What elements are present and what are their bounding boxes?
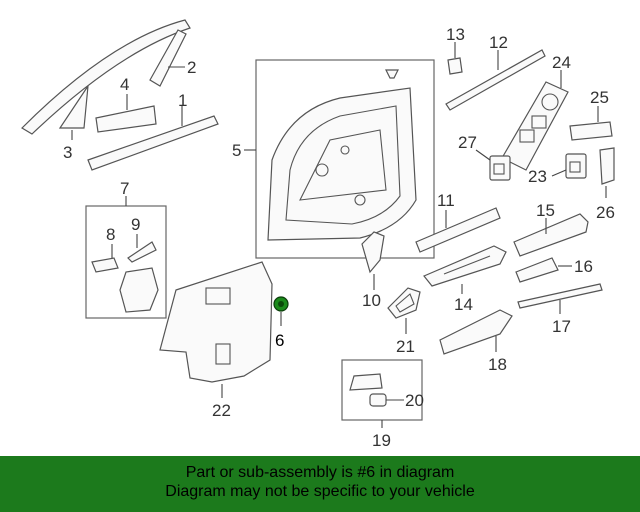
callout-26: 26 (596, 203, 615, 222)
part-18-door-pocket (439, 309, 513, 355)
part-2-pillar-molding (21, 19, 191, 135)
callout-10: 10 (362, 291, 381, 310)
callout-4: 4 (120, 75, 129, 94)
part-4-bracket (95, 94, 157, 133)
info-banner: Part or sub-assembly is #6 in diagram Di… (0, 456, 640, 512)
part-19-lamp-group (341, 359, 423, 428)
banner-line-1: Part or sub-assembly is #6 in diagram (185, 464, 455, 481)
callout-8: 8 (106, 225, 115, 244)
part-13-clip (447, 42, 463, 75)
part-26-trim-piece (599, 147, 615, 198)
callout-20: 20 (405, 391, 424, 410)
callout-25: 25 (590, 88, 609, 107)
callout-7: 7 (120, 179, 129, 198)
callout-16: 16 (574, 257, 593, 276)
callout-14: 14 (454, 295, 473, 314)
callout-1: 1 (178, 91, 187, 110)
callout-2: 2 (187, 58, 196, 77)
part-16-small-trim (515, 257, 572, 283)
part-25-switch (569, 106, 613, 141)
part-7-bracket-group (85, 196, 167, 319)
part-11-upper-trim (415, 207, 501, 253)
callout-9: 9 (131, 215, 140, 234)
banner-line-2: Diagram may not be specific to your vehi… (165, 483, 475, 500)
part-10-bracket (361, 231, 385, 290)
callout-17: 17 (552, 317, 571, 336)
callout-15: 15 (536, 201, 555, 220)
callout-11: 11 (437, 191, 455, 210)
callout-12: 12 (489, 33, 508, 52)
part-5-door-frame-group (244, 59, 435, 259)
callout-18: 18 (488, 355, 507, 374)
parts-diagram: 2 3 4 1 5 7 8 9 (21, 19, 615, 450)
callout-27: 27 (458, 133, 477, 152)
callout-3: 3 (63, 143, 72, 162)
part-24-window-switch-panel (501, 70, 569, 171)
callout-22: 22 (212, 401, 231, 420)
part-23-switch (551, 153, 587, 179)
part-21-handle-bezel (387, 287, 421, 334)
callout-23: 23 (528, 167, 547, 186)
part-1-belt-molding (87, 106, 219, 171)
callout-13: 13 (446, 25, 465, 44)
callout-19: 19 (372, 431, 391, 450)
callout-21: 21 (396, 337, 415, 356)
part-17-lower-strip (517, 283, 603, 314)
part-12-weatherstrip (445, 49, 546, 111)
part-14-pull-handle (423, 245, 507, 294)
callout-5: 5 (232, 141, 241, 160)
part-15-armrest-trim (513, 213, 589, 257)
callout-24: 24 (552, 53, 571, 72)
part-22-water-shield (159, 261, 273, 398)
part-27-switch (475, 149, 511, 181)
callout-6: 6 (275, 331, 284, 350)
part-6-clip-highlighted (273, 296, 289, 326)
part-3-corner-garnish (58, 85, 89, 140)
